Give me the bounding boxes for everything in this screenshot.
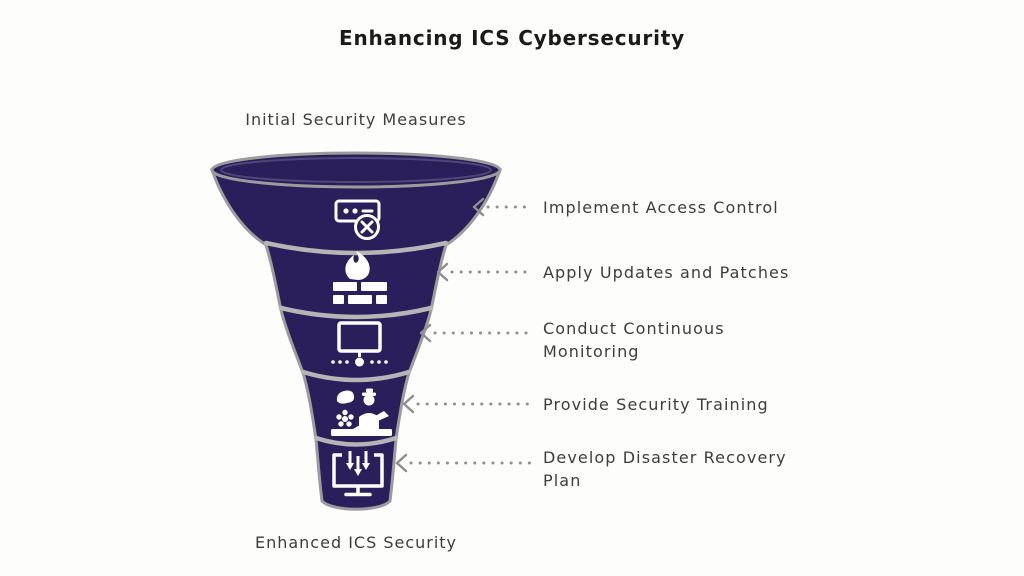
security-training-icon [331,388,392,436]
funnel-body [209,168,503,511]
segment-divider-4 [313,435,399,447]
funnel-top-label: Initial Security Measures [245,110,467,129]
stage-label-updates-patches: Apply Updates and Patches [543,263,790,282]
firewall-icon [333,251,387,304]
funnel-rim-inner [220,157,492,183]
connector-arrow-2 [436,262,535,282]
funnel-rim [210,151,502,189]
network-monitoring-icon [331,321,388,367]
stage-label-security-training: Provide Security Training [543,395,769,414]
stage-label-access-control: Implement Access Control [543,198,779,217]
connector-arrow-4 [402,394,535,414]
segment-divider-3 [300,369,412,383]
segment-divider-2 [278,305,434,320]
connector-arrow-3 [419,323,535,343]
stage-label-continuous-monitoring: Conduct Continuous Monitoring [543,319,725,361]
connector-arrow-5 [395,453,535,473]
stage-label-disaster-recovery: Develop Disaster Recovery Plan [543,448,787,490]
access-control-icon [334,199,381,240]
connector-arrow-1 [472,197,535,217]
funnel-bottom-label: Enhanced ICS Security [254,533,458,552]
page-title: Enhancing ICS Cybersecurity [339,26,685,50]
segment-divider-1 [263,240,449,256]
disaster-recovery-icon [332,451,384,497]
